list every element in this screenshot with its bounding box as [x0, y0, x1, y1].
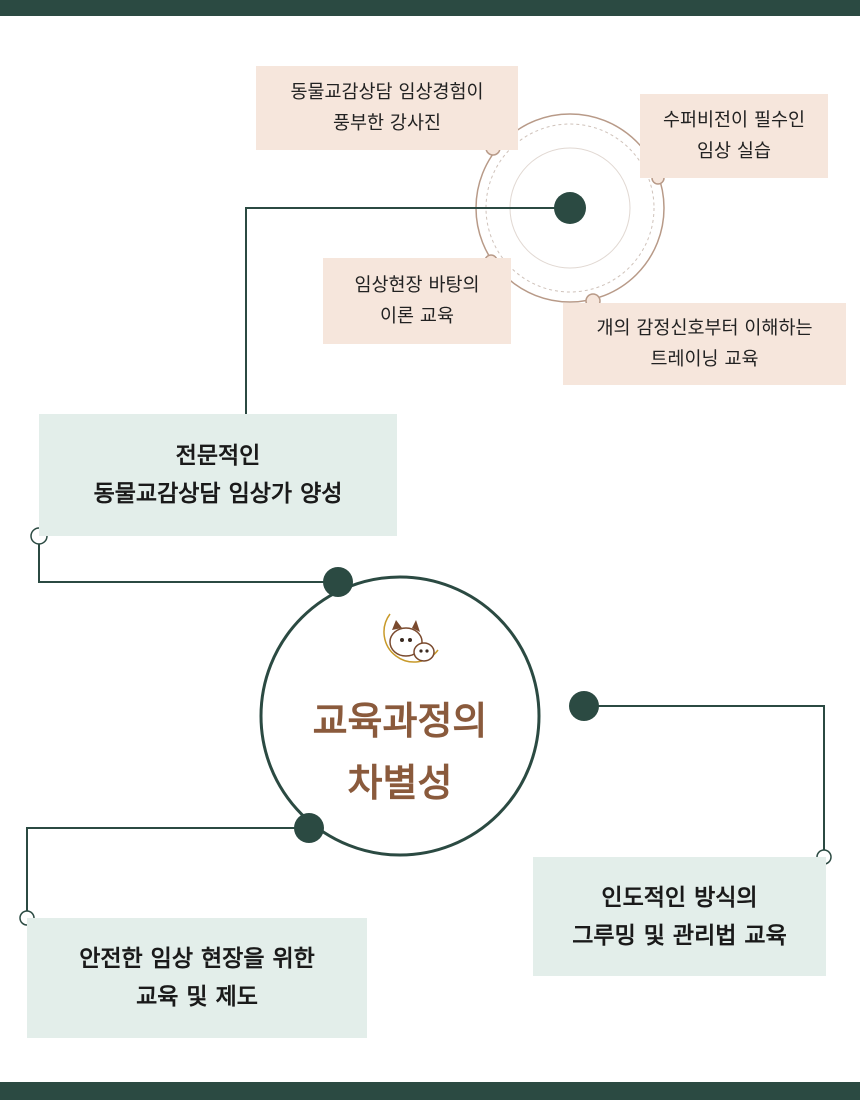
center-title-line: 차별성: [347, 760, 453, 805]
bottom-bar: [0, 1082, 860, 1100]
outcome-box-grooming: 인도적인 방식의 그루밍 및 관리법 교육: [533, 857, 826, 976]
outcome-text-line: 동물교감상담 임상가 양성: [93, 481, 343, 507]
top-bar: [0, 0, 860, 16]
outcome-box-specialist: 전문적인 동물교감상담 임상가 양성: [39, 414, 397, 536]
feature-text-line: 임상현장 바탕의: [354, 275, 480, 296]
outcome-box-safety: 안전한 임상 현장을 위한 교육 및 제도: [27, 918, 367, 1038]
center-circle: [259, 575, 541, 857]
feature-text-line: 수퍼비전이 필수인: [662, 110, 806, 131]
connector-lines: [26, 207, 825, 918]
feature-box-supervision: 수퍼비전이 필수인 임상 실습: [640, 94, 828, 178]
cat-dog-moon-icon: [383, 613, 439, 663]
outcome-text-line: 교육 및 제도: [136, 984, 258, 1010]
feature-text-line: 트레이닝 교육: [650, 349, 759, 370]
feature-box-training: 개의 감정신호부터 이해하는 트레이닝 교육: [563, 303, 846, 385]
feature-text-line: 임상 실습: [697, 141, 771, 162]
nodes: [294, 192, 599, 843]
feature-text-line: 동물교감상담 임상경험이: [290, 82, 484, 103]
feature-box-instructors: 동물교감상담 임상경험이 풍부한 강사진: [256, 66, 518, 150]
outcome-text-line: 안전한 임상 현장을 위한: [79, 946, 315, 972]
feature-box-theory: 임상현장 바탕의 이론 교육: [323, 258, 511, 344]
feature-text-line: 개의 감정신호부터 이해하는: [596, 318, 813, 339]
center-title: 교육과정의 차별성: [262, 690, 538, 814]
feature-text-line: 풍부한 강사진: [332, 113, 441, 134]
outcome-text-line: 전문적인: [175, 443, 261, 469]
center-title-line: 교육과정의: [312, 698, 488, 743]
outcome-text-line: 그루밍 및 관리법 교육: [572, 922, 787, 949]
outcome-text-line: 인도적인 방식의: [601, 884, 758, 911]
feature-text-line: 이론 교육: [380, 306, 454, 327]
